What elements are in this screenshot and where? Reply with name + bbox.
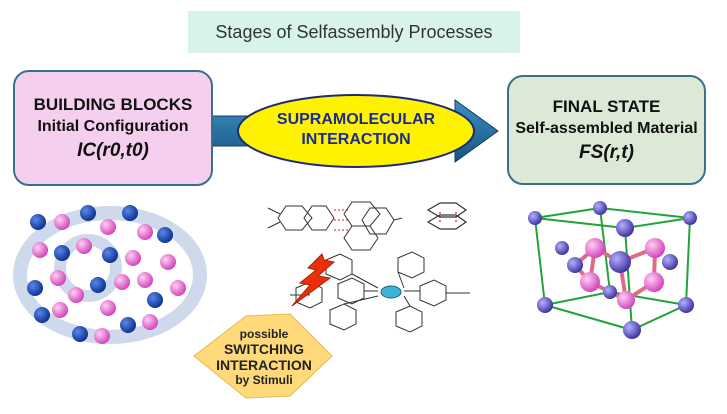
lattice-atom	[555, 241, 569, 255]
lattice-atom	[616, 219, 634, 237]
diagram-title: Stages of Selfassembly Processes	[215, 21, 493, 42]
stacked-aromatic-rings	[426, 202, 468, 230]
crystal-lattice-illustration	[528, 201, 697, 339]
blue-sphere	[157, 227, 173, 243]
pink-sphere	[100, 219, 116, 235]
interaction-text: INTERACTION	[301, 131, 411, 148]
blue-sphere	[27, 280, 43, 296]
pink-sphere	[52, 302, 68, 318]
lattice-pink-atom	[617, 291, 635, 309]
building-blocks-illustration	[13, 205, 207, 344]
switching-interaction-label: possible SWITCHING INTERACTION by Stimul…	[200, 322, 328, 392]
pink-sphere	[114, 274, 130, 290]
blue-sphere	[147, 292, 163, 308]
blue-sphere	[102, 247, 118, 263]
final-state-label: FINAL STATE	[552, 96, 661, 116]
pink-sphere	[100, 300, 116, 316]
pink-sphere	[94, 328, 110, 344]
hydrogen-bond-molecule	[267, 201, 403, 251]
blue-sphere	[30, 214, 46, 230]
initial-configuration-formula: IC(r0,t0)	[77, 139, 149, 161]
blue-sphere	[54, 245, 70, 261]
pink-sphere	[32, 242, 48, 258]
lattice-atom	[603, 285, 617, 299]
pink-sphere	[50, 270, 66, 286]
initial-configuration-label: Initial Configuration	[37, 117, 189, 135]
blue-sphere	[120, 317, 136, 333]
pink-sphere	[142, 314, 158, 330]
pink-sphere	[68, 287, 84, 303]
lattice-atom	[678, 297, 694, 313]
interaction-ellipse	[237, 94, 475, 168]
blue-sphere	[122, 205, 138, 221]
switching-text: SWITCHING	[223, 341, 305, 357]
lattice-pink-atom	[644, 272, 664, 292]
possible-text: possible	[239, 327, 289, 341]
by-stimuli-text: by Stimuli	[235, 373, 293, 387]
diagram-title-box: Stages of Selfassembly Processes	[188, 11, 520, 53]
lattice-atom	[662, 254, 678, 270]
pink-sphere	[170, 280, 186, 296]
pink-sphere	[125, 250, 141, 266]
initial-configuration-box: BUILDING BLOCKS Initial Configuration IC…	[13, 70, 213, 186]
pink-sphere	[76, 238, 92, 254]
lattice-pink-atom	[645, 238, 665, 258]
lattice-atom	[567, 257, 583, 273]
final-state-box: FINAL STATE Self-assembled Material FS(r…	[507, 75, 706, 185]
pink-sphere	[137, 224, 153, 240]
lattice-atom	[683, 211, 697, 225]
pink-sphere	[54, 214, 70, 230]
lattice-pink-atom	[580, 272, 600, 292]
lattice-pink-atom	[585, 238, 605, 258]
supramolecular-text: SUPRAMOLECULAR	[276, 111, 436, 128]
self-assembled-material-label: Self-assembled Material	[515, 119, 698, 137]
lattice-atom	[609, 251, 631, 273]
lattice-atom	[623, 321, 641, 339]
supramolecular-interaction-label: SUPRAMOLECULAR INTERACTION	[232, 100, 480, 160]
switching-diamond	[193, 313, 333, 399]
final-state-formula: FS(r,t)	[579, 141, 634, 163]
lattice-atom	[528, 211, 542, 225]
pink-sphere	[137, 272, 153, 288]
lightning-bolt-icon	[291, 253, 336, 307]
blue-sphere	[90, 277, 106, 293]
blue-sphere	[34, 307, 50, 323]
lattice-atom	[593, 201, 607, 215]
metal-center	[380, 285, 402, 299]
blue-sphere	[72, 326, 88, 342]
building-blocks-label: BUILDING BLOCKS	[33, 94, 193, 114]
pink-sphere	[160, 254, 176, 270]
lattice-atom	[537, 297, 553, 313]
interaction-text: INTERACTION	[216, 357, 312, 373]
blue-sphere	[80, 205, 96, 221]
